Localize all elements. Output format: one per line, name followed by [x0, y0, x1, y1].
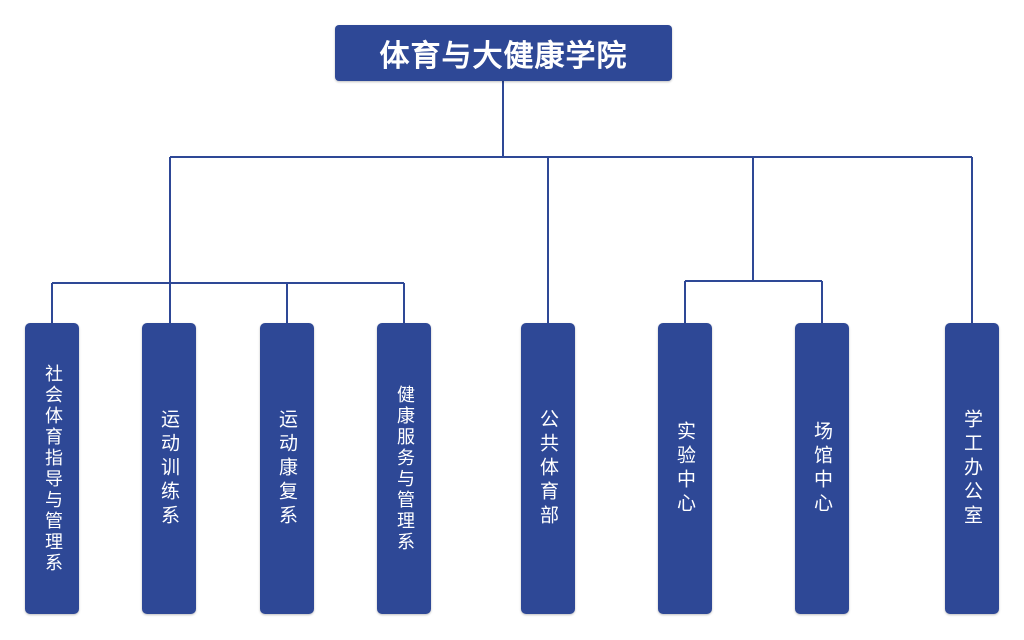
dept-node-public-pe: 公共体育部 — [521, 323, 575, 614]
org-root-label: 体育与大健康学院 — [379, 39, 628, 74]
org-root-node: 体育与大健康学院 — [335, 25, 672, 81]
dept-label: 场馆中心 — [811, 420, 833, 517]
dept-label: 运动康复系 — [276, 408, 298, 529]
dept-node-social-sports: 社会体育指导与管理系 — [25, 323, 79, 614]
dept-label: 健康服务与管理系 — [394, 384, 415, 553]
dept-label: 公共体育部 — [537, 408, 559, 529]
dept-node-sports-rehab: 运动康复系 — [260, 323, 314, 614]
dept-node-venue-center: 场馆中心 — [795, 323, 849, 614]
dept-label: 运动训练系 — [158, 408, 180, 529]
dept-label: 学工办公室 — [961, 408, 983, 529]
dept-label: 实验中心 — [674, 420, 696, 517]
dept-node-health-services: 健康服务与管理系 — [377, 323, 431, 614]
dept-label: 社会体育指导与管理系 — [42, 363, 63, 574]
dept-node-student-affairs: 学工办公室 — [945, 323, 999, 614]
dept-node-sports-training: 运动训练系 — [142, 323, 196, 614]
dept-node-lab-center: 实验中心 — [658, 323, 712, 614]
